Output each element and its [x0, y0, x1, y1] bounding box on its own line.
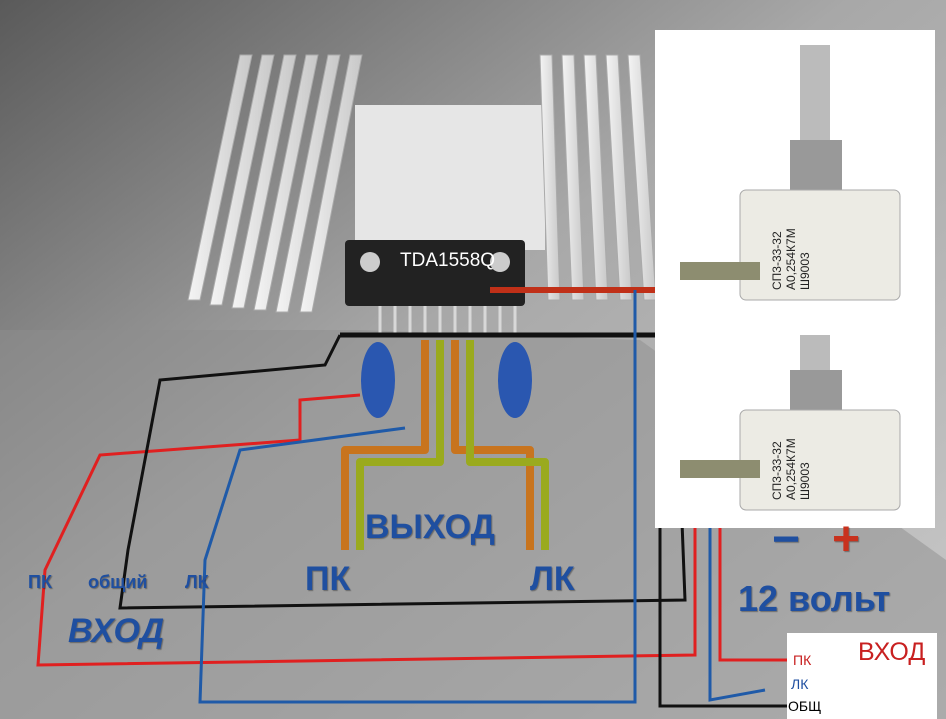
power-plus: +	[832, 513, 861, 566]
output-title: ВЫХОД	[365, 508, 495, 546]
pot-marking-line1: СП3-33-32	[770, 441, 784, 500]
input-common: общий	[88, 572, 148, 592]
pot-marking-line1: СП3-33-32	[770, 231, 784, 290]
potentiometer-top	[680, 45, 901, 301]
input-right-channel: ПК	[28, 572, 52, 592]
amplifier-chip	[345, 240, 525, 335]
input-left-channel: ЛК	[185, 572, 209, 592]
legend-common: ОБЩ	[788, 698, 822, 714]
legend-right-channel: ПК	[793, 652, 812, 668]
legend-input-title: ВХОД	[858, 638, 926, 666]
input-legend-box	[787, 633, 937, 719]
capacitor-right	[498, 342, 532, 418]
pot-top-marking: СП3-33-32 А0,254К7М Ш9003	[770, 228, 812, 290]
output-right-label: ПК	[305, 560, 351, 598]
pot-marking-line3: Ш9003	[798, 252, 812, 290]
pot-marking-line2: А0,254К7М	[784, 228, 798, 290]
output-wires	[341, 340, 549, 550]
power-minus: −	[772, 513, 801, 566]
power-voltage: 12 вольт	[738, 578, 891, 619]
pot-marking-line3: Ш9003	[798, 462, 812, 500]
capacitor-left	[361, 342, 395, 418]
potentiometer-bottom	[680, 335, 901, 511]
heatsink	[187, 54, 657, 313]
input-title: ВХОД	[68, 612, 165, 650]
output-left-label: ЛК	[530, 560, 575, 598]
pot-bottom-marking: СП3-33-32 А0,254К7М Ш9003	[770, 438, 812, 500]
chip-label: TDA1558Q	[400, 250, 496, 271]
pot-marking-line2: А0,254К7М	[784, 438, 798, 500]
legend-left-channel: ЛК	[791, 676, 809, 692]
